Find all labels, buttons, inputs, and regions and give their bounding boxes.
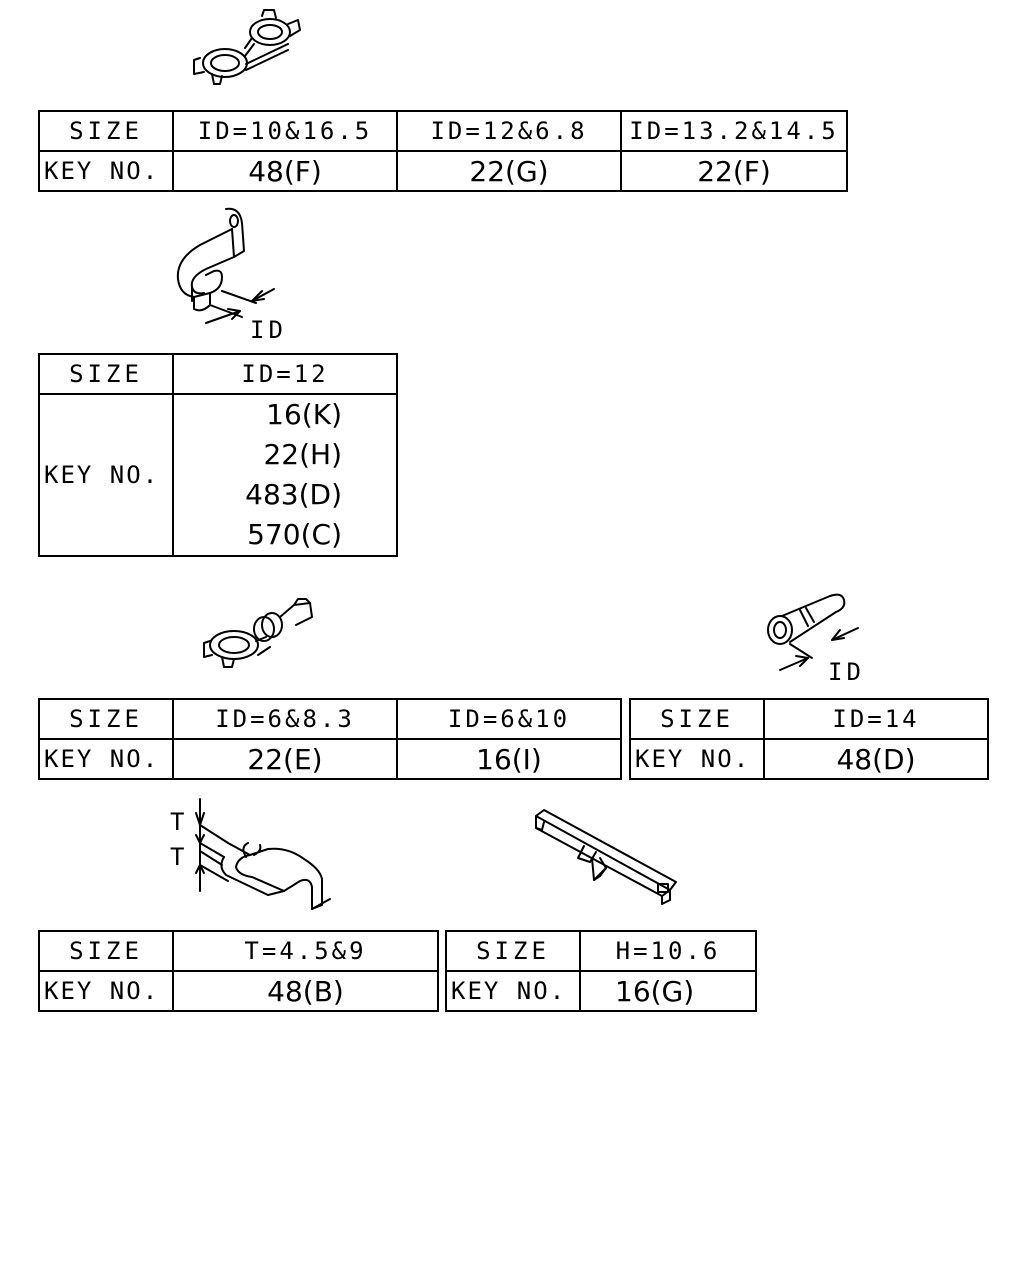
t-dimension-label-top: T xyxy=(170,808,185,836)
size-cell: H=10.6 xyxy=(579,930,757,972)
id-dimension-label: ID xyxy=(828,658,865,686)
size-cell: ID=14 xyxy=(763,698,989,740)
key-cell: 48(D) xyxy=(763,738,989,780)
key-row: KEY NO. 22(E) 16(I) xyxy=(38,738,622,780)
key-cell: 16(G) xyxy=(579,970,757,1012)
size-cell: ID=6&8.3 xyxy=(172,698,398,740)
size-cell: ID=12&6.8 xyxy=(396,110,622,152)
size-cell: ID=12 xyxy=(172,353,398,395)
pin-clip-icon xyxy=(767,593,859,671)
key-cell: 48(F) xyxy=(172,150,398,192)
key-label: KEY NO. xyxy=(38,150,174,192)
clip-f-spec-table: SIZE H=10.6 KEY NO. 16(G) xyxy=(445,930,757,1012)
double-ring-clip-icon xyxy=(193,9,301,85)
key-list: 16(K) 22(H) 483(D) 570(C) xyxy=(172,393,398,557)
spring-edge-clip-icon xyxy=(195,798,331,910)
key-item: 16(K) xyxy=(266,398,342,431)
size-row: SIZE ID=12 xyxy=(38,353,398,395)
clip-d-spec-table: SIZE ID=14 KEY NO. 48(D) xyxy=(629,698,989,780)
size-label: SIZE xyxy=(629,698,765,740)
size-label: SIZE xyxy=(445,930,581,972)
bar-clip-icon xyxy=(535,809,677,905)
key-cell: 48(B) xyxy=(172,970,439,1012)
key-label: KEY NO. xyxy=(629,738,765,780)
clip-c-spec-table: SIZE ID=6&8.3 ID=6&10 KEY NO. 22(E) 16(I… xyxy=(38,698,622,780)
size-label: SIZE xyxy=(38,110,174,152)
bracket-clip-icon xyxy=(176,207,275,324)
key-cell: 22(G) xyxy=(396,150,622,192)
clip-e-spec-table: SIZE T=4.5&9 KEY NO. 48(B) xyxy=(38,930,439,1012)
key-label: KEY NO. xyxy=(38,970,174,1012)
size-row: SIZE ID=14 xyxy=(629,698,989,740)
twin-clip-icon xyxy=(203,598,313,668)
key-row: KEY NO. 48(B) xyxy=(38,970,439,1012)
size-row: SIZE ID=6&8.3 ID=6&10 xyxy=(38,698,622,740)
size-row: SIZE ID=10&16.5 ID=12&6.8 ID=13.2&14.5 xyxy=(38,110,848,152)
key-row: KEY NO. 16(K) 22(H) 483(D) 570(C) xyxy=(38,393,398,557)
key-item: 570(C) xyxy=(247,518,342,551)
size-label: SIZE xyxy=(38,353,174,395)
key-label: KEY NO. xyxy=(38,738,174,780)
size-row: SIZE T=4.5&9 xyxy=(38,930,439,972)
key-label: KEY NO. xyxy=(38,393,174,557)
key-cell: 22(E) xyxy=(172,738,398,780)
key-cell: 16(I) xyxy=(396,738,622,780)
key-label: KEY NO. xyxy=(445,970,581,1012)
key-cell: 22(F) xyxy=(620,150,848,192)
key-item: 22(H) xyxy=(263,438,342,471)
clip-b-spec-table: SIZE ID=12 KEY NO. 16(K) 22(H) 483(D) 57… xyxy=(38,353,398,557)
size-cell: ID=6&10 xyxy=(396,698,622,740)
id-dimension-label: ID xyxy=(250,316,287,344)
key-row: KEY NO. 48(F) 22(G) 22(F) xyxy=(38,150,848,192)
key-item: 483(D) xyxy=(245,478,342,511)
clip-a-spec-table: SIZE ID=10&16.5 ID=12&6.8 ID=13.2&14.5 K… xyxy=(38,110,848,192)
key-row: KEY NO. 48(D) xyxy=(629,738,989,780)
size-cell: ID=13.2&14.5 xyxy=(620,110,848,152)
size-row: SIZE H=10.6 xyxy=(445,930,757,972)
t-dimension-label-bottom: T xyxy=(170,843,185,871)
size-label: SIZE xyxy=(38,930,174,972)
key-row: KEY NO. 16(G) xyxy=(445,970,757,1012)
size-label: SIZE xyxy=(38,698,174,740)
size-cell: T=4.5&9 xyxy=(172,930,439,972)
size-cell: ID=10&16.5 xyxy=(172,110,398,152)
